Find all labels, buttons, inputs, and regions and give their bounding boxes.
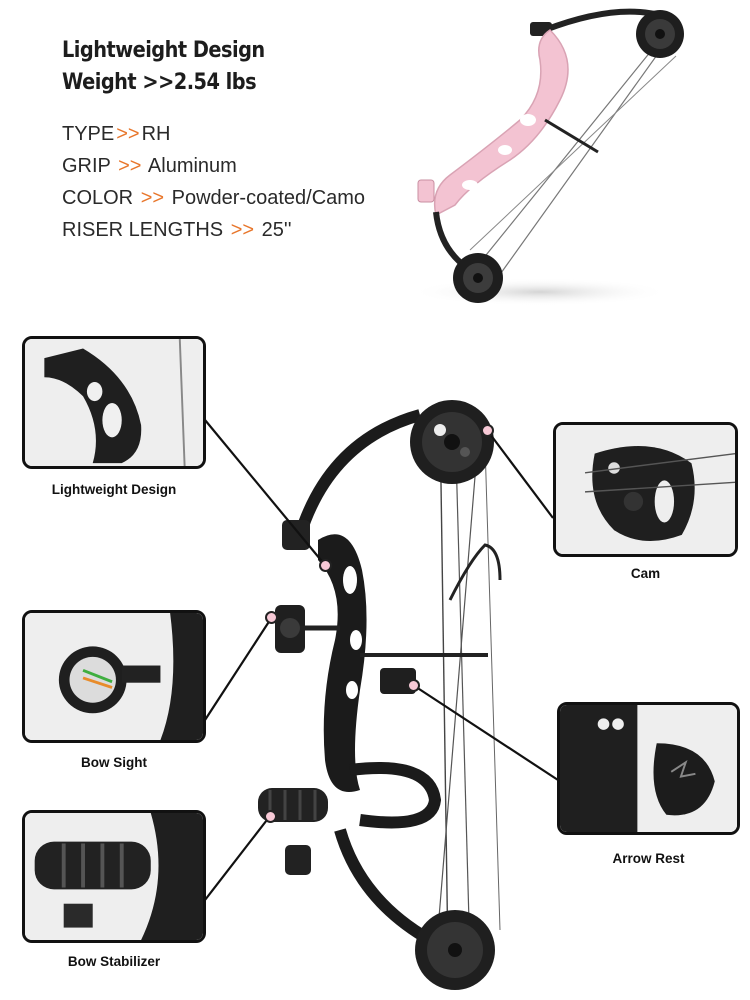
spec-grip-value: Aluminum <box>147 155 237 177</box>
caption-lightweight: Lightweight Design <box>51 482 177 497</box>
callout-image-sight <box>22 610 206 743</box>
spec-riser: RISER LENGTHS >> 25'' <box>62 219 292 242</box>
caption-stabilizer: Bow Stabilizer <box>67 954 161 969</box>
pink-bow-image <box>410 8 684 306</box>
spec-color: COLOR >> Powder-coated/Camo <box>62 187 365 210</box>
spec-color-label: COLOR <box>62 187 134 209</box>
spec-type-value: RH <box>141 123 171 145</box>
spec-riser-value: 25'' <box>261 219 292 241</box>
stabilizer-closeup-image <box>25 813 203 940</box>
caption-rest: Arrow Rest <box>612 851 685 866</box>
callout-image-stabilizer <box>22 810 206 943</box>
callout-image-lightweight <box>22 336 206 469</box>
spec-color-arrow: >> <box>140 187 165 209</box>
spec-grip-label: GRIP <box>62 155 111 177</box>
spec-type: TYPE>>RH <box>62 123 171 146</box>
spec-grip-arrow: >> <box>118 155 142 177</box>
spec-type-arrow: >> <box>116 123 140 145</box>
riser-closeup-image <box>25 339 203 466</box>
callout-image-cam <box>553 422 738 557</box>
marker-rest <box>407 679 420 692</box>
headline-weight: Weight >>2.54 lbs <box>62 70 257 95</box>
spec-type-label: TYPE <box>62 123 115 145</box>
callout-image-rest <box>557 702 740 835</box>
marker-stabilizer <box>264 810 277 823</box>
marker-cam <box>481 424 494 437</box>
spec-riser-arrow: >> <box>230 219 255 241</box>
spec-grip: GRIP >> Aluminum <box>62 155 237 178</box>
marker-riser <box>319 559 332 572</box>
cam-closeup-image <box>556 425 735 554</box>
rest-closeup-image <box>560 705 737 832</box>
caption-cam: Cam <box>630 566 661 581</box>
marker-sight <box>265 611 278 624</box>
spec-riser-label: RISER LENGTHS <box>62 219 224 241</box>
headline-design: Lightweight Design <box>62 38 265 63</box>
caption-sight: Bow Sight <box>81 755 147 770</box>
spec-color-value: Powder-coated/Camo <box>171 187 366 209</box>
sight-closeup-image <box>25 613 203 740</box>
